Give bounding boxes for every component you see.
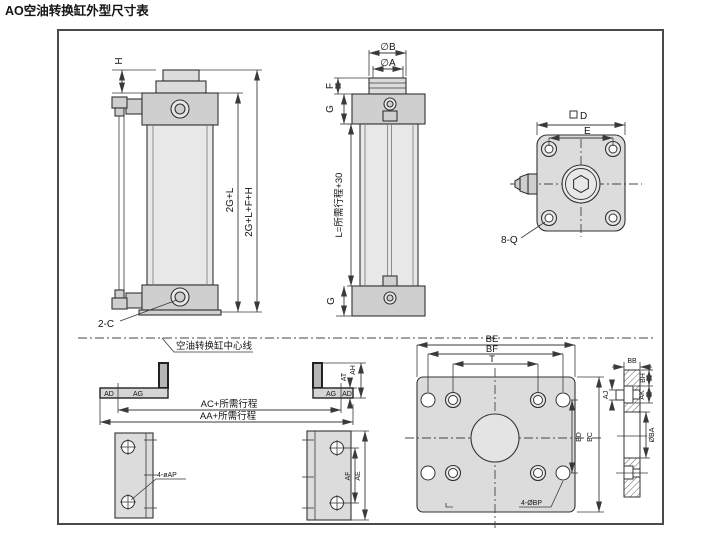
- dim-label-ak: AK: [639, 390, 646, 400]
- foot-plate-right: AF AE: [302, 430, 369, 521]
- dim-label-aj: AJ: [603, 391, 610, 399]
- label-8-q: 8-Q: [501, 235, 518, 246]
- dim-label-e: E: [584, 126, 591, 137]
- square-symbol: [569, 110, 578, 119]
- dim-label-d: D: [580, 111, 587, 122]
- drawing-title: AO空油转换缸外型尺寸表: [5, 3, 149, 18]
- hex-socket: [573, 174, 589, 194]
- dim-label-l-stroke: L=所需行程+30: [333, 173, 345, 238]
- corner-mark: [445, 503, 453, 508]
- dim-label-t: T: [489, 354, 495, 365]
- foot-plate-left: 4-øAP: [114, 432, 186, 519]
- base-plate-view: BE BF T BD BC 4-ØBP: [405, 334, 604, 528]
- dim-label-aa-stroke: AA+所需行程: [200, 410, 257, 422]
- dim-label-af: AF: [345, 472, 352, 481]
- dim-label-f: F: [325, 83, 336, 89]
- dim-label-bf: BF: [486, 344, 498, 355]
- front-view: H 2G+L 2G+L+F+H 2-C: [98, 57, 262, 330]
- dim-label-bd: BD: [576, 432, 583, 442]
- dim-label-ah: AH: [350, 365, 357, 375]
- dim-label-ac-stroke: AC+所需行程: [201, 398, 258, 410]
- dim-label-2g-l: 2G+L: [225, 187, 236, 212]
- dim-label-dia-a: ∅A: [380, 58, 396, 69]
- dim-label-oba: ØBA: [649, 427, 656, 442]
- dim-label-be: BE: [486, 334, 499, 345]
- dim-label-2g-l-f-h: 2G+L+F+H: [244, 187, 255, 237]
- dim-label-ag-right: AG: [326, 391, 336, 398]
- foot-bracket-view: 空油转换缸中心线 AD AG AG AD AT AH AC+所需行程 AA+所需…: [78, 337, 656, 425]
- drawing-frame: [57, 29, 664, 525]
- dim-label-g-top: G: [325, 105, 336, 113]
- side-view: ∅B ∅A F G L=所需行程+30 G: [325, 42, 426, 317]
- dim-label-ae: AE: [355, 471, 362, 481]
- dim-label-dia-b: ∅B: [380, 42, 396, 53]
- centerline-label: 空油转换缸中心线: [176, 340, 253, 352]
- dim-label-ag-left: AG: [133, 391, 143, 398]
- dim-label-g-bottom: G: [326, 297, 337, 305]
- label-4-obp: 4-ØBP: [521, 500, 542, 507]
- label-2-c: 2-C: [98, 319, 114, 330]
- flange-view: D E 8-Q: [501, 110, 642, 246]
- label-4-oap: 4-øAP: [157, 472, 177, 479]
- dim-label-bb: BB: [627, 358, 637, 365]
- dim-label-at: AT: [341, 372, 348, 381]
- dim-label-bh: BH: [640, 373, 647, 383]
- dim-label-ad-left: AD: [104, 391, 114, 398]
- dim-label-bc: BC: [587, 432, 594, 442]
- dim-label-ad-right: AD: [342, 391, 352, 398]
- dim-label-h: H: [114, 57, 125, 64]
- section-view: BB BH AK AJ ØBA: [603, 358, 656, 498]
